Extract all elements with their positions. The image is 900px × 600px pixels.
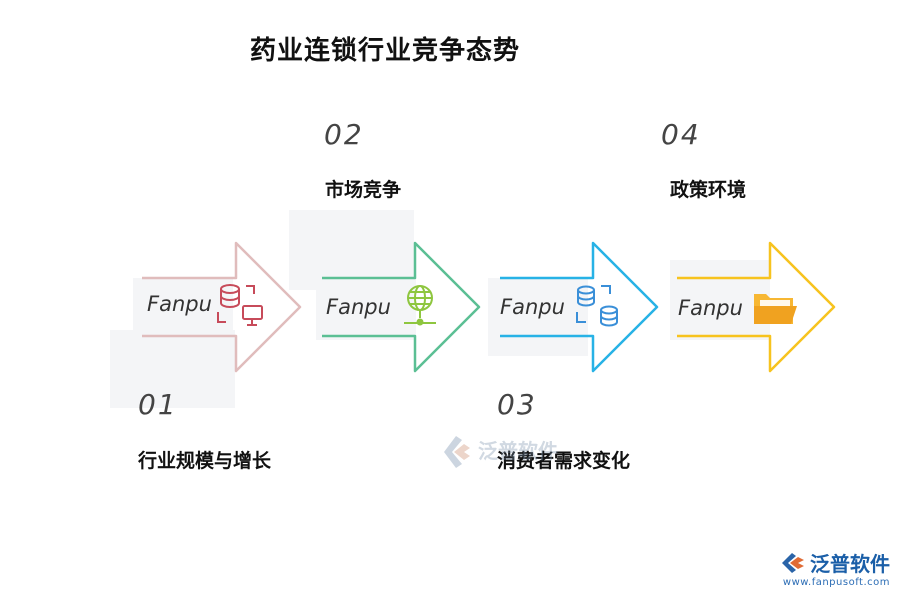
watermark-text: 泛普软件	[478, 439, 558, 463]
step-label-02: 市场竞争	[325, 179, 402, 201]
step-number-01: 01	[138, 388, 178, 421]
fanpu-tag: Fanpu	[500, 295, 565, 319]
step-number-04: 04	[661, 118, 701, 151]
globe-network-icon	[404, 285, 436, 326]
arrow-03	[500, 241, 659, 373]
arrow-02	[322, 241, 481, 373]
bg-patch	[316, 275, 416, 340]
step-number-03: 03	[497, 388, 537, 421]
step-label-03: 消费者需求变化	[497, 450, 631, 472]
database-monitor-icon	[217, 284, 263, 326]
arrow-04	[677, 241, 836, 373]
fanpu-tag: Fanpu	[678, 296, 743, 320]
fanpu-tag: Fanpu	[147, 292, 212, 316]
brand-url: www.fanpusoft.com	[782, 577, 890, 588]
arrow-01	[142, 241, 302, 373]
bg-patch	[670, 260, 770, 340]
brand-logo: 泛普软件 www.fanpusoft.com	[780, 548, 890, 588]
brand-name: 泛普软件	[810, 552, 890, 576]
step-label-04: 政策环境	[670, 179, 747, 201]
step-label-01: 行业规模与增长	[138, 450, 272, 472]
watermark: 泛普软件	[440, 432, 570, 476]
brand-logo-icon	[782, 552, 804, 573]
database-sync-icon	[576, 285, 618, 327]
step-number-02: 02	[324, 118, 364, 151]
folder-icon	[754, 294, 797, 324]
bg-patch	[133, 278, 233, 333]
fanpu-tag: Fanpu	[326, 295, 391, 319]
bg-patch	[488, 278, 588, 356]
watermark-logo-icon: 泛普软件	[444, 436, 558, 468]
bg-patch	[110, 330, 235, 408]
page-title: 药业连锁行业竞争态势	[250, 36, 521, 66]
